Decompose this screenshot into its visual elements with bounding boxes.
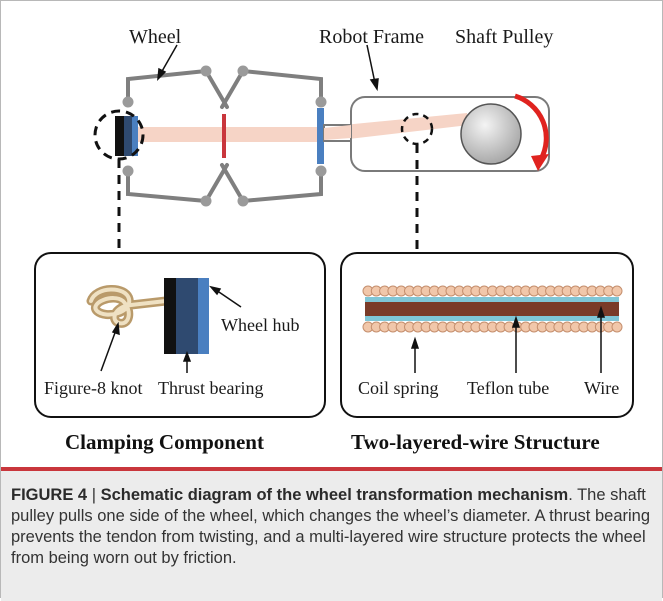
- wire-pointers: [410, 305, 606, 373]
- teflon-tube-bottom: [365, 316, 619, 321]
- center-hub: [222, 114, 226, 158]
- wheel-linkage: [126, 68, 323, 204]
- figure-caption: FIGURE 4 | Schematic diagram of the whee…: [11, 485, 656, 569]
- wire-core: [365, 302, 619, 316]
- figure-title: Schematic diagram of the wheel transform…: [100, 486, 569, 504]
- tendon: [119, 113, 469, 142]
- caption-separator: |: [87, 486, 101, 504]
- label-shaft-pulley: Shaft Pulley: [455, 26, 553, 48]
- clamping-panel-title: Clamping Component: [65, 430, 264, 454]
- label-wire: Wire: [584, 378, 619, 398]
- coil-turn: [611, 321, 623, 333]
- label-wheel-hub: Wheel hub: [221, 315, 299, 335]
- figure-number: FIGURE 4: [11, 486, 88, 504]
- right-hub: [317, 108, 324, 164]
- label-thrust-bearing: Thrust bearing: [158, 378, 263, 398]
- figure8-knot: [86, 285, 171, 328]
- caption-box: FIGURE 4 | Schematic diagram of the whee…: [1, 467, 662, 601]
- shaft-pulley: [460, 103, 522, 165]
- rotation-arrow: [514, 93, 549, 171]
- left-clamp: [115, 116, 138, 156]
- teflon-tube-top: [365, 297, 619, 302]
- label-teflon-tube: Teflon tube: [467, 378, 549, 398]
- label-pointers: [157, 44, 379, 92]
- bearing-stack: [164, 278, 209, 354]
- clamp-pointers: [100, 285, 242, 373]
- label-coil-spring: Coil spring: [358, 378, 439, 398]
- label-wheel: Wheel: [129, 26, 182, 48]
- wire-panel-title: Two-layered-wire Structure: [351, 430, 600, 454]
- label-robot-frame: Robot Frame: [319, 26, 424, 48]
- coil-turn: [611, 285, 623, 297]
- caption-text: The shaft pulley pulls one side of the w…: [11, 486, 651, 567]
- linkage-joints: [122, 65, 327, 207]
- coil-spring-top: [362, 285, 623, 297]
- coil-spring-bottom: [362, 321, 623, 333]
- diagram-canvas: Wheel Robot Frame Shaft Pulley Wheel hub…: [34, 26, 634, 454]
- label-figure8-knot: Figure-8 knot: [44, 378, 143, 398]
- wire-cross-section: [362, 285, 623, 333]
- figure-title-end: .: [568, 486, 573, 504]
